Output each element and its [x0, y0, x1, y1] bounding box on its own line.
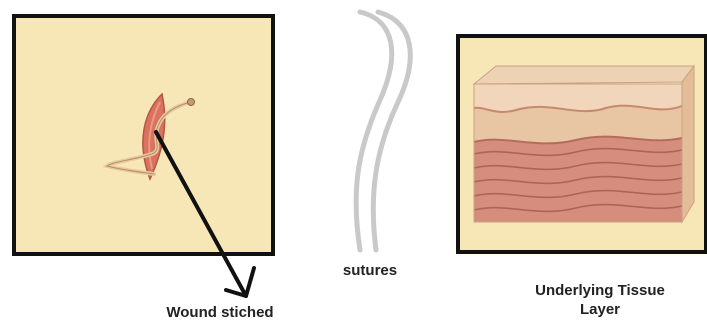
tissue-top-face — [474, 66, 694, 84]
wound-stitched-label: Wound stiched — [150, 303, 290, 322]
sutures-illustration — [320, 0, 440, 260]
tissue-panel — [456, 34, 707, 254]
sutures-label: sutures — [330, 261, 410, 280]
tissue-block-illustration — [456, 34, 707, 254]
tissue-side-face — [682, 66, 694, 222]
underlying-tissue-label: Underlying Tissue Layer — [510, 281, 690, 319]
tissue-label-line2: Layer — [510, 300, 690, 319]
tissue-label-line1: Underlying Tissue — [510, 281, 690, 300]
